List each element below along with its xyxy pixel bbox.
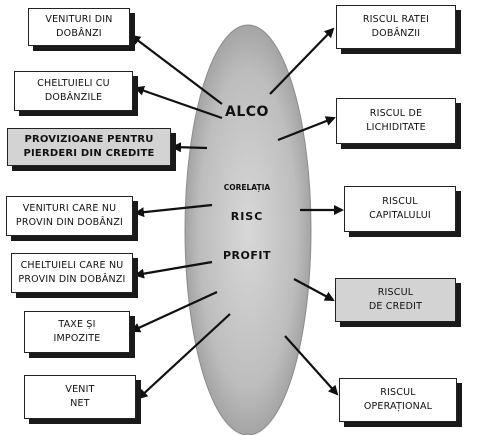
box-venit-net: VENIT NET <box>24 375 136 419</box>
box-cheltuieli-care-nu-provin: CHELTUIELI CARE NU PROVIN DIN DOBÂNZI <box>11 253 133 293</box>
box-riscul-de-credit: RISCUL DE CREDIT <box>335 278 456 322</box>
box-riscul-ratei-dobanzii: RISCUL RATEI DOBÂNZII <box>336 5 456 49</box>
box-riscul-de-lichiditate: RISCUL DE LICHIDITATE <box>336 98 456 144</box>
arrow-to-venit-net <box>137 313 231 400</box>
center-alco-label: ALCO <box>225 104 269 120</box>
box-riscul-operational-text: RISCUL OPERAȚIONAL <box>363 387 433 412</box>
box-riscul-capitalului: RISCUL CAPITALULUI <box>344 186 456 232</box>
arrow-to-provizioane <box>171 142 208 153</box>
box-venituri-care-nu-provin: VENITURI CARE NU PROVIN DIN DOBÂNZI <box>6 196 133 236</box>
arrow-to-taxe-si-impozite <box>130 291 218 333</box>
center-profit-label: PROFIT <box>223 249 271 262</box>
box-venituri-din-dobanzi: VENITURI DIN DOBÂNZI <box>28 8 130 46</box>
box-cheltuieli-care-nu-provin-text: CHELTUIELI CARE NU PROVIN DIN DOBÂNZI <box>18 260 126 285</box>
arrow-to-cheltuieli-care-nu-provin <box>134 260 213 279</box>
box-riscul-de-credit-text: RISCUL DE CREDIT <box>368 287 423 312</box>
box-provizioane-pentru-pierderi-text: PROVIZIOANE PENTRU PIERDERI DIN CREDITE <box>23 134 155 159</box>
box-taxe-si-impozite: TAXE ȘI IMPOZITE <box>24 311 130 353</box>
box-cheltuieli-cu-dobanzile-text: CHELTUIELI CU DOBÂNZILE <box>37 78 110 103</box>
arrow-to-venituri-din-dobanzi <box>130 34 223 105</box>
box-venit-net-text: VENIT NET <box>65 384 95 409</box>
box-riscul-capitalului-text: RISCUL CAPITALULUI <box>369 196 431 221</box>
center-risc-label: RISC <box>230 210 264 223</box>
arrow-to-riscul-ratei-dobanzii <box>269 27 335 95</box>
arrow-to-riscul-de-lichiditate <box>277 116 336 142</box>
box-venituri-care-nu-provin-text: VENITURI CARE NU PROVIN DIN DOBÂNZI <box>15 203 124 228</box>
arrow-to-venituri-care-nu-provin <box>134 203 213 218</box>
center-correlatia-label: CORELAȚIA <box>223 183 271 192</box>
box-riscul-ratei-dobanzii-text: RISCUL RATEI DOBÂNZII <box>362 14 430 39</box>
box-provizioane-pentru-pierderi: PROVIZIOANE PENTRU PIERDERI DIN CREDITE <box>7 128 171 166</box>
arrow-to-riscul-de-credit <box>293 278 335 301</box>
box-cheltuieli-cu-dobanzile: CHELTUIELI CU DOBÂNZILE <box>14 71 133 111</box>
box-riscul-operational: RISCUL OPERAȚIONAL <box>339 378 457 422</box>
box-venituri-din-dobanzi-text: VENITURI DIN DOBÂNZI <box>45 14 113 39</box>
box-riscul-de-lichiditate-text: RISCUL DE LICHIDITATE <box>366 108 426 133</box>
arrow-to-cheltuieli-cu-dobanzile <box>134 85 223 120</box>
arrow-to-riscul-operational <box>284 335 339 396</box>
box-taxe-si-impozite-text: TAXE ȘI IMPOZITE <box>53 319 101 344</box>
central-ellipse <box>184 24 312 435</box>
